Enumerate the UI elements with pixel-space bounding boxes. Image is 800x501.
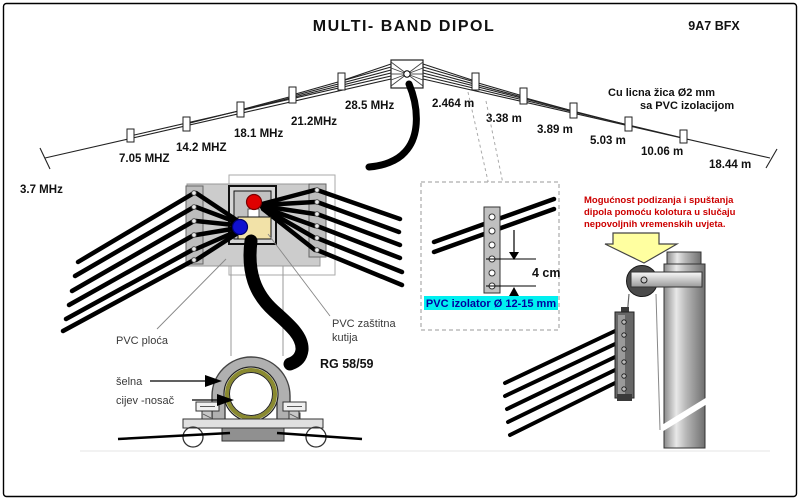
clamp-arrowhead — [205, 375, 222, 387]
guy-wire-left — [117, 431, 231, 441]
band-label: 14.2 MHZ — [176, 142, 227, 154]
dim-label: 4 cm — [532, 266, 561, 280]
pulley-bracket — [630, 271, 703, 288]
pipe-label: cijev -nosač — [116, 395, 175, 407]
feed-fan-wires-right — [259, 187, 318, 253]
strip-screws — [191, 187, 320, 263]
hoist-note: Mogućnost podizanja i spuštanja dipola p… — [584, 195, 736, 264]
wire-insulators — [126, 72, 688, 144]
guy-wire-right — [276, 431, 363, 441]
length-labels-right: 2.464 m 3.38 m 3.89 m 5.03 m 10.06 m 18.… — [432, 98, 751, 171]
down-block-arrow — [604, 232, 680, 264]
coax-label: RG 58/59 — [320, 357, 374, 371]
insulator-strip — [483, 206, 501, 294]
zoom-leader-1 — [467, 91, 495, 209]
box-leader-line — [267, 233, 331, 317]
feed-point-detail: PVC ploća PVC zaštitna kutija RG 58/59 — [60, 174, 405, 371]
pipe-arrowhead — [217, 394, 234, 406]
pipe-outline — [223, 366, 279, 422]
pipe-inner-edge — [229, 372, 273, 416]
dipole-legs-right — [314, 187, 405, 288]
pvc-plate-label: PVC ploća — [116, 335, 169, 347]
band-label: 28.5 MHz — [345, 100, 394, 112]
wire-ring-left — [182, 426, 204, 448]
mast-assembly — [503, 251, 710, 449]
band-label: 18.1 MHz — [234, 128, 283, 140]
mast-break-mark — [659, 397, 710, 432]
plate-highlight — [618, 315, 625, 395]
insulator-detail: 4 cm PVC izolator Ø 12-15 mm — [420, 91, 561, 331]
red-binding-post — [245, 193, 263, 211]
clamp-center-block — [221, 427, 285, 442]
plate-bottom-hook — [617, 394, 632, 401]
caption-highlight — [424, 296, 558, 310]
page-title: MULTI- BAND DIPOL — [313, 18, 496, 35]
length-label: 2.464 m — [432, 98, 474, 110]
length-label: 10.06 m — [641, 146, 683, 158]
length-label: 3.38 m — [486, 113, 522, 125]
right-end-tick — [765, 148, 778, 169]
left-end-tick — [39, 147, 51, 170]
insulator-caption: PVC izolator Ø 12-15 mm — [426, 298, 556, 310]
wire-note-line1: Cu licna žica Ø2 mm — [608, 87, 715, 99]
band-labels-left: 28.5 MHz 21.2MHz 18.1 MHz 14.2 MHZ 7.05 … — [20, 100, 394, 196]
callsign-label: 9A7 BFX — [688, 19, 740, 33]
clamp-base-plate — [182, 418, 324, 429]
clamp-label: šelna — [116, 376, 143, 388]
protective-box-label-1: PVC zaštitna — [332, 318, 396, 330]
dipole-legs-left — [60, 190, 197, 334]
wire-material-note: Cu licna žica Ø2 mm sa PVC izolacijom — [608, 87, 734, 112]
plate-top-hook — [621, 307, 629, 314]
protective-box-label-2: kutija — [332, 332, 359, 344]
plate-screws — [621, 319, 627, 392]
mast-clamp-detail: šelna cijev -nosač — [116, 356, 363, 448]
length-label: 5.03 m — [590, 135, 626, 147]
hoist-note-line3: nepovoljnih vremenskih uvjeta. — [584, 219, 725, 230]
coax-cable — [243, 234, 309, 371]
length-label: 18.44 m — [709, 159, 751, 171]
pipe-ring — [225, 368, 277, 420]
band-label: 7.05 MHZ — [119, 153, 170, 165]
dim-arrowhead-up — [509, 287, 519, 296]
plate-leader-line — [156, 258, 227, 330]
hoist-note-line1: Mogućnost podizanja i spuštanja — [584, 195, 734, 206]
apex-coax-cable — [365, 80, 420, 171]
wire-note-line2: sa PVC izolacijom — [640, 100, 734, 112]
hoist-note-line2: dipola pomoću kolotura u slučaju — [584, 207, 736, 218]
halyard-rope-long — [655, 293, 661, 431]
pulley-axle — [640, 276, 648, 284]
insulator-holes — [488, 213, 496, 290]
blue-binding-post — [231, 218, 249, 236]
dim-arrowhead-down — [509, 252, 519, 260]
band-label: 3.7 MHz — [20, 184, 63, 196]
length-label: 3.89 m — [537, 124, 573, 136]
mast-dipole-wires — [503, 329, 617, 437]
band-label: 21.2MHz — [291, 116, 337, 128]
